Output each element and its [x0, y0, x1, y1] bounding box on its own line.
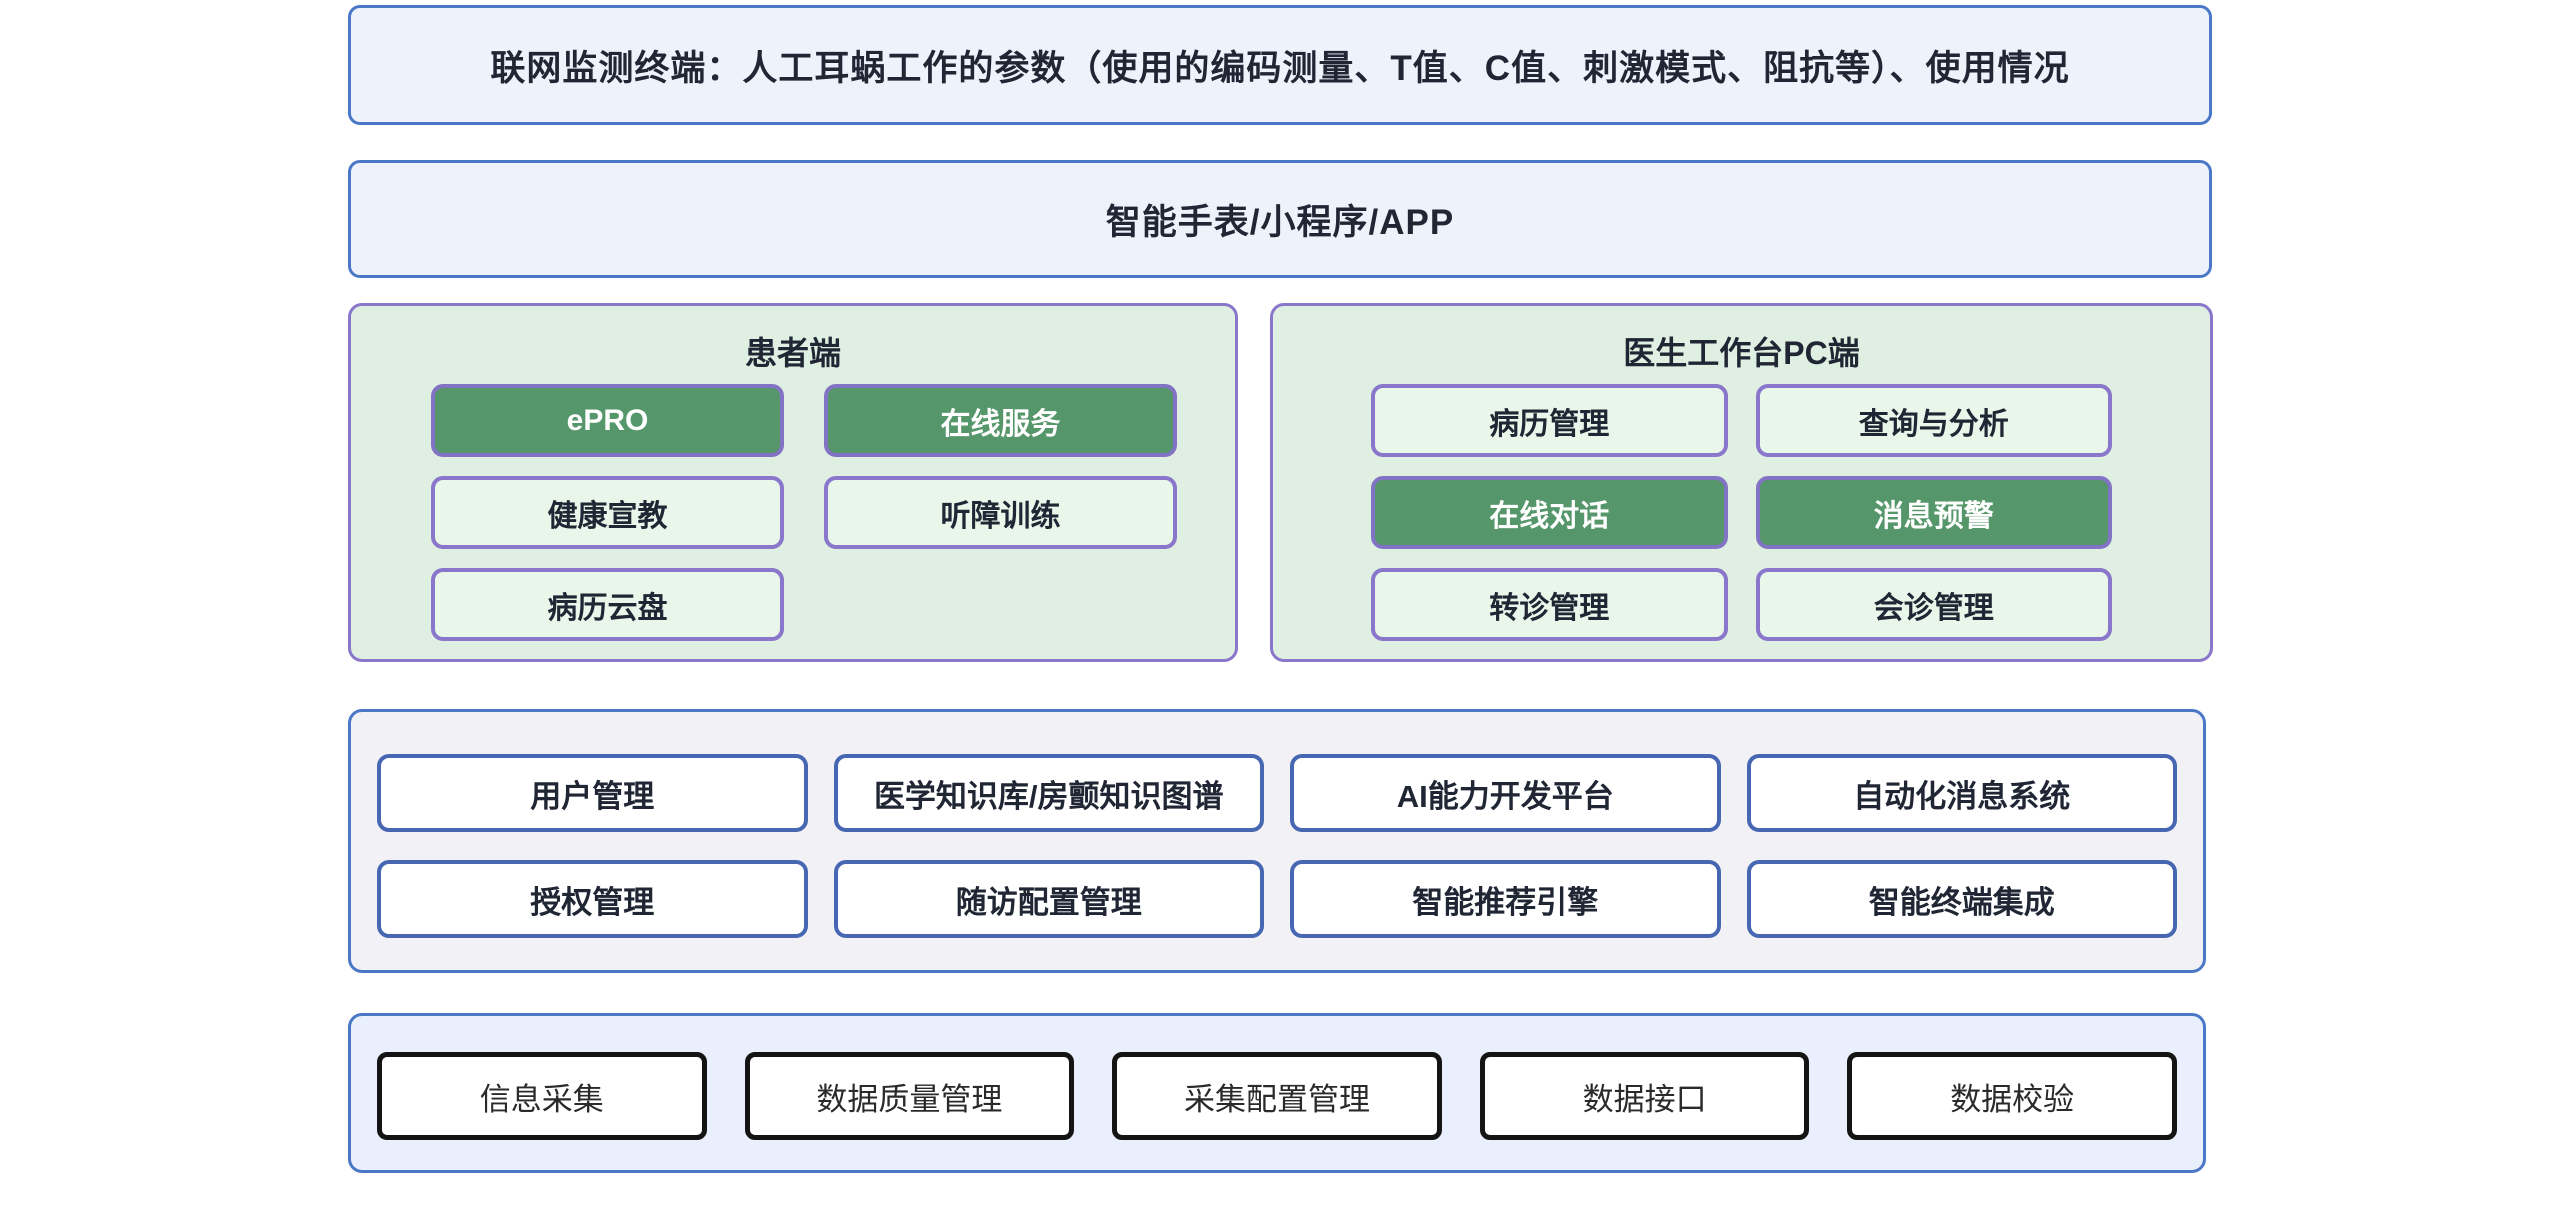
- doctor-panel-title: 医生工作台PC端: [1623, 335, 1860, 371]
- doctor-module-grid: 病历管理查询与分析在线对话消息预警转诊管理会诊管理: [1273, 384, 2210, 641]
- patient-client-panel: 患者端 ePRO 在线服务健康宣教听障训练病历云盘: [348, 303, 1238, 662]
- platform-module-box: 用户管理: [377, 754, 808, 832]
- data-module-grid: 信息采集数据质量管理采集配置管理数据接口数据校验: [351, 1016, 2203, 1140]
- doctor-module-box: 在线对话: [1371, 476, 1728, 549]
- doctor-module-box: 查询与分析: [1755, 384, 2112, 457]
- monitor-terminal-banner: 联网监测终端：人工耳蜗工作的参数（使用的编码测量、T值、C值、刺激模式、阻抗等）…: [348, 5, 2212, 125]
- patient-module-box: 病历云盘: [431, 568, 784, 641]
- smart-device-banner: 智能手表/小程序/APP: [348, 160, 2212, 278]
- platform-module-box: 自动化消息系统: [1746, 754, 2177, 832]
- platform-module-box: 随访配置管理: [833, 860, 1264, 938]
- platform-module-grid: 用户管理医学知识库/房颤知识图谱 AI能力开发平台自动化消息系统授权管理随访配置管…: [351, 712, 2203, 938]
- doctor-module-box: 病历管理: [1371, 384, 1728, 457]
- doctor-workstation-panel: 医生工作台PC端 病历管理查询与分析在线对话消息预警转诊管理会诊管理: [1270, 303, 2213, 662]
- doctor-module-box: 会诊管理: [1755, 568, 2112, 641]
- patient-module-grid: ePRO 在线服务健康宣教听障训练病历云盘: [351, 384, 1235, 641]
- patient-module-box: ePRO: [431, 384, 784, 457]
- data-module-box: 采集配置管理: [1112, 1052, 1442, 1140]
- data-module-box: 数据校验: [1847, 1052, 2177, 1140]
- patient-module-box: 听障训练: [824, 476, 1177, 549]
- doctor-module-box: 转诊管理: [1371, 568, 1728, 641]
- platform-capability-panel: 用户管理医学知识库/房颤知识图谱 AI能力开发平台自动化消息系统授权管理随访配置管…: [348, 709, 2206, 973]
- patient-module-box: 健康宣教: [431, 476, 784, 549]
- patient-panel-title: 患者端: [744, 335, 841, 371]
- monitor-terminal-banner-label: 联网监测终端：人工耳蜗工作的参数（使用的编码测量、T值、C值、刺激模式、阻抗等）…: [490, 48, 2070, 88]
- smart-device-banner-label: 智能手表/小程序/APP: [1105, 202, 1455, 242]
- data-module-box: 信息采集: [377, 1052, 707, 1140]
- platform-module-box: 授权管理: [377, 860, 808, 938]
- platform-module-box: 智能推荐引擎: [1290, 860, 1721, 938]
- platform-module-box: 智能终端集成: [1746, 860, 2177, 938]
- data-module-box: 数据接口: [1479, 1052, 1810, 1140]
- patient-module-box: 在线服务: [824, 384, 1177, 457]
- doctor-module-box: 消息预警: [1755, 476, 2112, 549]
- data-layer-panel: 信息采集数据质量管理采集配置管理数据接口数据校验: [348, 1013, 2206, 1173]
- platform-module-box: 医学知识库/房颤知识图谱: [833, 754, 1264, 832]
- data-module-box: 数据质量管理: [744, 1052, 1075, 1140]
- platform-module-box: AI能力开发平台: [1290, 754, 1721, 832]
